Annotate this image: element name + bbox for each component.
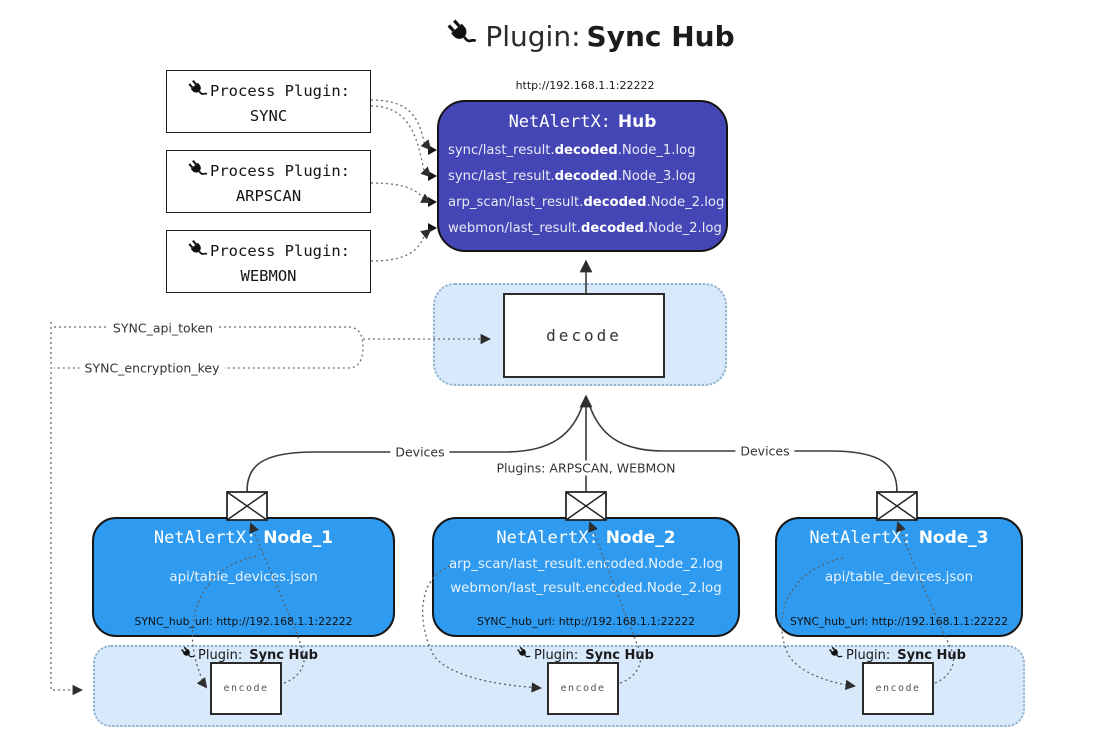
node-box-1: NetAlertX:Node_1 api/table_devices.json … — [92, 517, 395, 637]
node-box-2: NetAlertX:Node_2 arp_scan/last_result.en… — [432, 517, 740, 637]
process-plugin-name: WEBMON — [240, 266, 297, 285]
node-file-line: arp_scan/last_result.encoded.Node_2.log — [448, 557, 724, 572]
node-title: NetAlertX:Node_3 — [809, 528, 989, 548]
node-file-line: api/table_devices.json — [824, 570, 974, 585]
devices-edge-label-left: Devices — [390, 444, 450, 460]
hub-url-label: http://192.168.1.1:22222 — [515, 79, 655, 92]
node-file-line: api/table_devices.json — [169, 570, 318, 585]
envelope-icon — [565, 491, 607, 521]
process-plugin-name: ARPSCAN — [235, 186, 302, 205]
plug-icon — [187, 239, 208, 264]
plug-icon — [180, 646, 195, 665]
process-plugin-box-arpscan: Process Plugin: ARPSCAN — [166, 150, 371, 213]
page-title: Plugin:Sync Hub — [445, 18, 735, 54]
title-prefix: Plugin: — [485, 19, 581, 53]
title-name: Sync Hub — [586, 19, 735, 53]
plug-icon — [187, 159, 208, 184]
plug-icon — [445, 18, 477, 54]
envelope-icon — [226, 491, 268, 521]
sync-encryption-key-label: SYNC_encryption_key — [79, 360, 225, 376]
node-file-line: webmon/last_result.encoded.Node_2.log — [450, 581, 722, 596]
plugins-edge-label: Plugins: ARPSCAN, WEBMON — [491, 460, 681, 476]
hub-log-line: sync/last_result.decoded.Node_1.log — [439, 137, 726, 163]
process-plugin-name: SYNC — [249, 106, 288, 125]
node-box-3: NetAlertX:Node_3 api/table_devices.json … — [775, 517, 1023, 637]
sync-hub-panel-label: Plugin:Sync Hub — [828, 646, 966, 665]
node-title: NetAlertX:Node_1 — [153, 528, 334, 548]
plug-icon — [516, 646, 531, 665]
plug-icon — [828, 646, 843, 665]
node-hub-url: SYNC_hub_url: http://192.168.1.1:22222 — [476, 615, 696, 628]
process-plugin-box-sync: Process Plugin: SYNC — [166, 70, 371, 133]
node-hub-url: SYNC_hub_url: http://192.168.1.1:22222 — [789, 615, 1009, 628]
decode-box: decode — [503, 293, 665, 378]
devices-edge-label-right: Devices — [735, 443, 795, 459]
process-plugin-label: Process Plugin: — [210, 82, 350, 100]
sync-hub-panel-label: Plugin:Sync Hub — [180, 646, 318, 665]
encode-box: encode — [210, 662, 282, 715]
hub-title: NetAlertX: Hub — [439, 112, 726, 132]
envelope-icon — [876, 491, 918, 521]
hub-log-line: sync/last_result.decoded.Node_3.log — [439, 163, 726, 189]
plugin-to-hub-wires — [370, 99, 432, 262]
process-plugin-label: Process Plugin: — [210, 242, 350, 260]
node-title: NetAlertX:Node_2 — [496, 528, 676, 548]
hub-title-name: Hub — [617, 112, 657, 132]
hub-log-line: arp_scan/last_result.decoded.Node_2.log — [439, 189, 726, 215]
process-plugin-label: Process Plugin: — [210, 162, 350, 180]
hub-log-line: webmon/last_result.decoded.Node_2.log — [439, 215, 726, 241]
encode-box: encode — [547, 662, 619, 715]
process-plugin-box-webmon: Process Plugin: WEBMON — [166, 230, 371, 293]
node-hub-url: SYNC_hub_url: http://192.168.1.1:22222 — [134, 615, 353, 628]
sync-api-token-label: SYNC_api_token — [107, 320, 219, 336]
encode-box: encode — [862, 662, 934, 715]
sync-hub-panel-label: Plugin:Sync Hub — [516, 646, 654, 665]
hub-title-prefix: NetAlertX: — [508, 112, 611, 132]
plug-icon — [187, 79, 208, 104]
hub-log-list: sync/last_result.decoded.Node_1.log sync… — [439, 137, 726, 241]
hub-box: NetAlertX: Hub sync/last_result.decoded.N… — [437, 100, 728, 252]
